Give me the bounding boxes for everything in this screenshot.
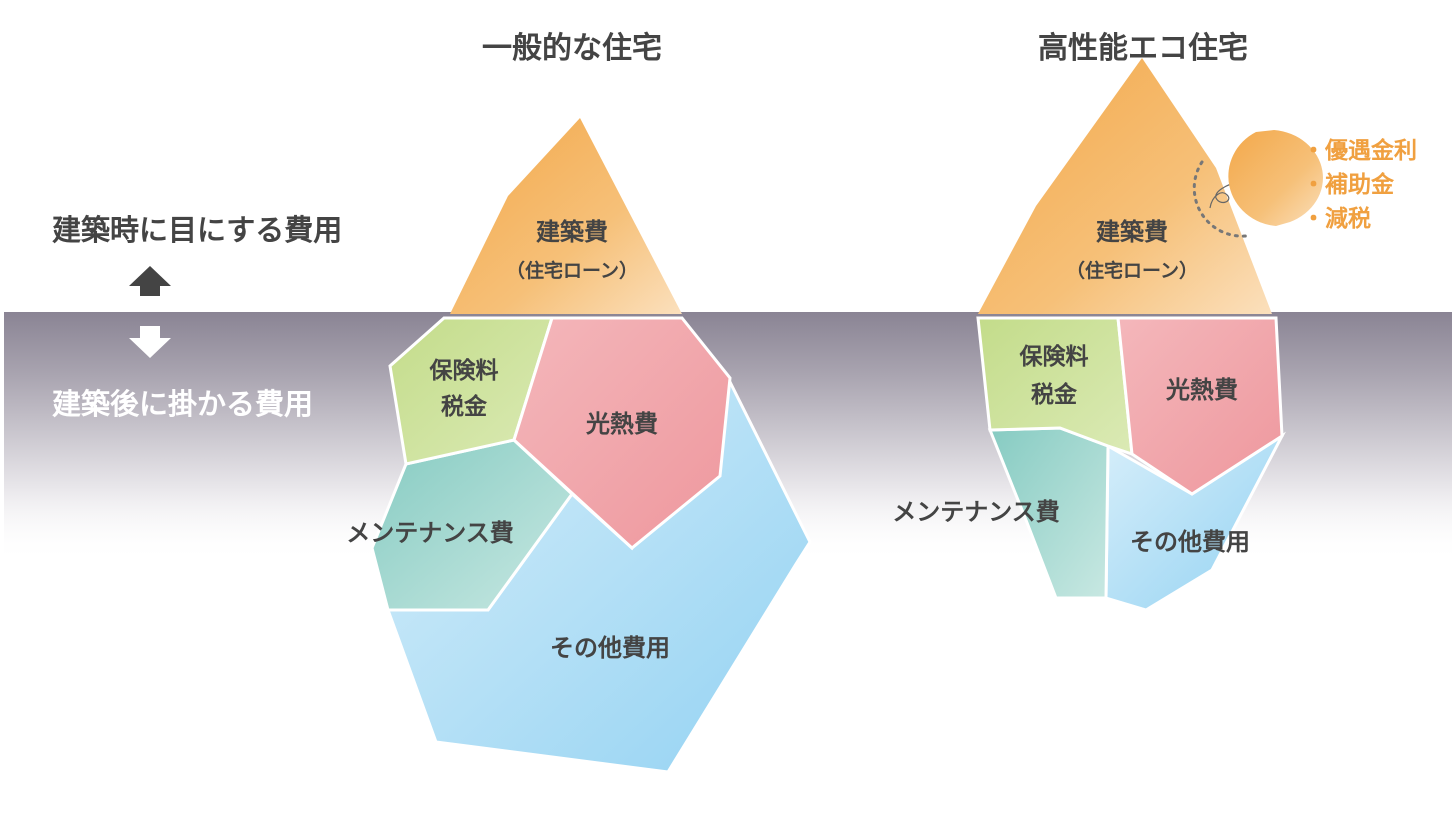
swirl-icon (1209, 181, 1241, 209)
benefit-item-3: ・減税 (1302, 205, 1371, 232)
reduced-cost-piece (1192, 130, 1323, 238)
label-hidden-costs: 建築後に掛かる費用 (52, 387, 313, 421)
right-maintenance-label: メンテナンス費 (892, 498, 1060, 526)
left-utilities-label: 光熱費 (585, 410, 658, 438)
left-insurance-segment (388, 316, 555, 466)
left-construction-segment (450, 118, 682, 314)
benefit-item-1: ・優遇金利 (1302, 137, 1417, 164)
title-general-house: 一般的な住宅 (482, 31, 662, 66)
left-construction-sub: （住宅ローン） (506, 259, 638, 282)
right-iceberg: 建築費 （住宅ローン） 保険料 税金 光熱費 メンテナンス費 その他費用 (892, 58, 1286, 612)
right-insurance-line2: 税金 (1031, 381, 1078, 408)
left-construction-label: 建築費 (536, 218, 608, 246)
right-construction-segment (978, 58, 1272, 314)
right-utilities-segment (1116, 316, 1284, 496)
right-insurance-line1: 保険料 (1019, 343, 1089, 370)
right-construction-sub: （住宅ローン） (1066, 259, 1198, 282)
left-maintenance-label: メンテナンス費 (346, 519, 514, 547)
right-other-label: その他費用 (1130, 528, 1250, 556)
detached-segment (1228, 130, 1323, 226)
label-visible-costs: 建築時に目にする費用 (52, 213, 342, 247)
left-other-label: その他費用 (550, 634, 670, 662)
left-utilities-segment (512, 316, 732, 550)
benefit-item-2: ・補助金 (1302, 171, 1395, 198)
benefits-list: ・優遇金利 ・補助金 ・減税 (1302, 137, 1417, 232)
left-insurance-line2: 税金 (441, 393, 488, 420)
right-utilities-label: 光熱費 (1165, 376, 1238, 404)
arrow-down-icon (129, 326, 171, 358)
arrow-up-icon (129, 266, 171, 296)
left-insurance-line1: 保険料 (429, 357, 499, 384)
right-construction-label: 建築費 (1096, 218, 1168, 246)
left-iceberg: 建築費 （住宅ローン） 保険料 税金 光熱費 メンテナンス費 その他費用 (346, 118, 812, 774)
